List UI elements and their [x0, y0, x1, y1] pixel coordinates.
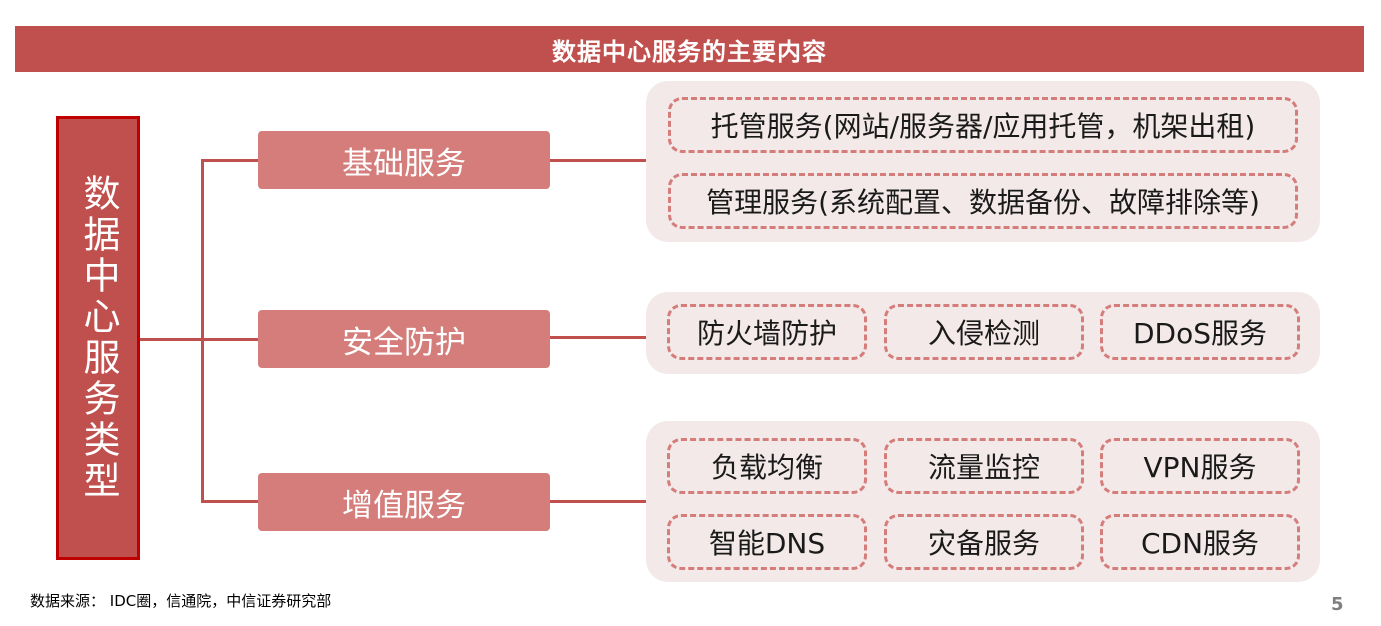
item-load-balancing: 负载均衡 [667, 438, 867, 494]
item-management-service: 管理服务(系统配置、数据备份、故障排除等) [668, 173, 1298, 229]
connector-cat-2-panel [550, 500, 646, 503]
root-label: 数据中心服务类型 [77, 174, 120, 502]
diagram-title: 数据中心服务的主要内容 [15, 26, 1364, 72]
item-hosting-service: 托管服务(网站/服务器/应用托管，机架出租) [668, 97, 1298, 153]
item-vpn-service: VPN服务 [1100, 438, 1300, 494]
connector-to-cat-0 [201, 159, 258, 162]
connector-trunk-vertical [201, 159, 204, 503]
connector-cat-1-panel [550, 336, 646, 339]
item-intrusion-detection: 入侵检测 [884, 304, 1084, 360]
item-cdn-service: CDN服务 [1100, 514, 1300, 570]
connector-cat-0-panel [550, 159, 646, 162]
connector-to-cat-2 [201, 500, 258, 503]
connector-root-horizontal [140, 338, 203, 341]
page-number: 5 [1331, 594, 1344, 615]
root-node: 数据中心服务类型 [56, 116, 140, 560]
data-source-note: 数据来源： IDC圈，信通院，中信证券研究部 [30, 592, 332, 610]
category-value-added: 增值服务 [258, 473, 550, 531]
category-security: 安全防护 [258, 310, 550, 368]
item-firewall: 防火墙防护 [667, 304, 867, 360]
connector-to-cat-1 [201, 338, 258, 341]
item-smart-dns: 智能DNS [667, 514, 867, 570]
item-ddos-service: DDoS服务 [1100, 304, 1300, 360]
category-basic-services: 基础服务 [258, 131, 550, 189]
item-disaster-recovery: 灾备服务 [884, 514, 1084, 570]
item-traffic-monitoring: 流量监控 [884, 438, 1084, 494]
